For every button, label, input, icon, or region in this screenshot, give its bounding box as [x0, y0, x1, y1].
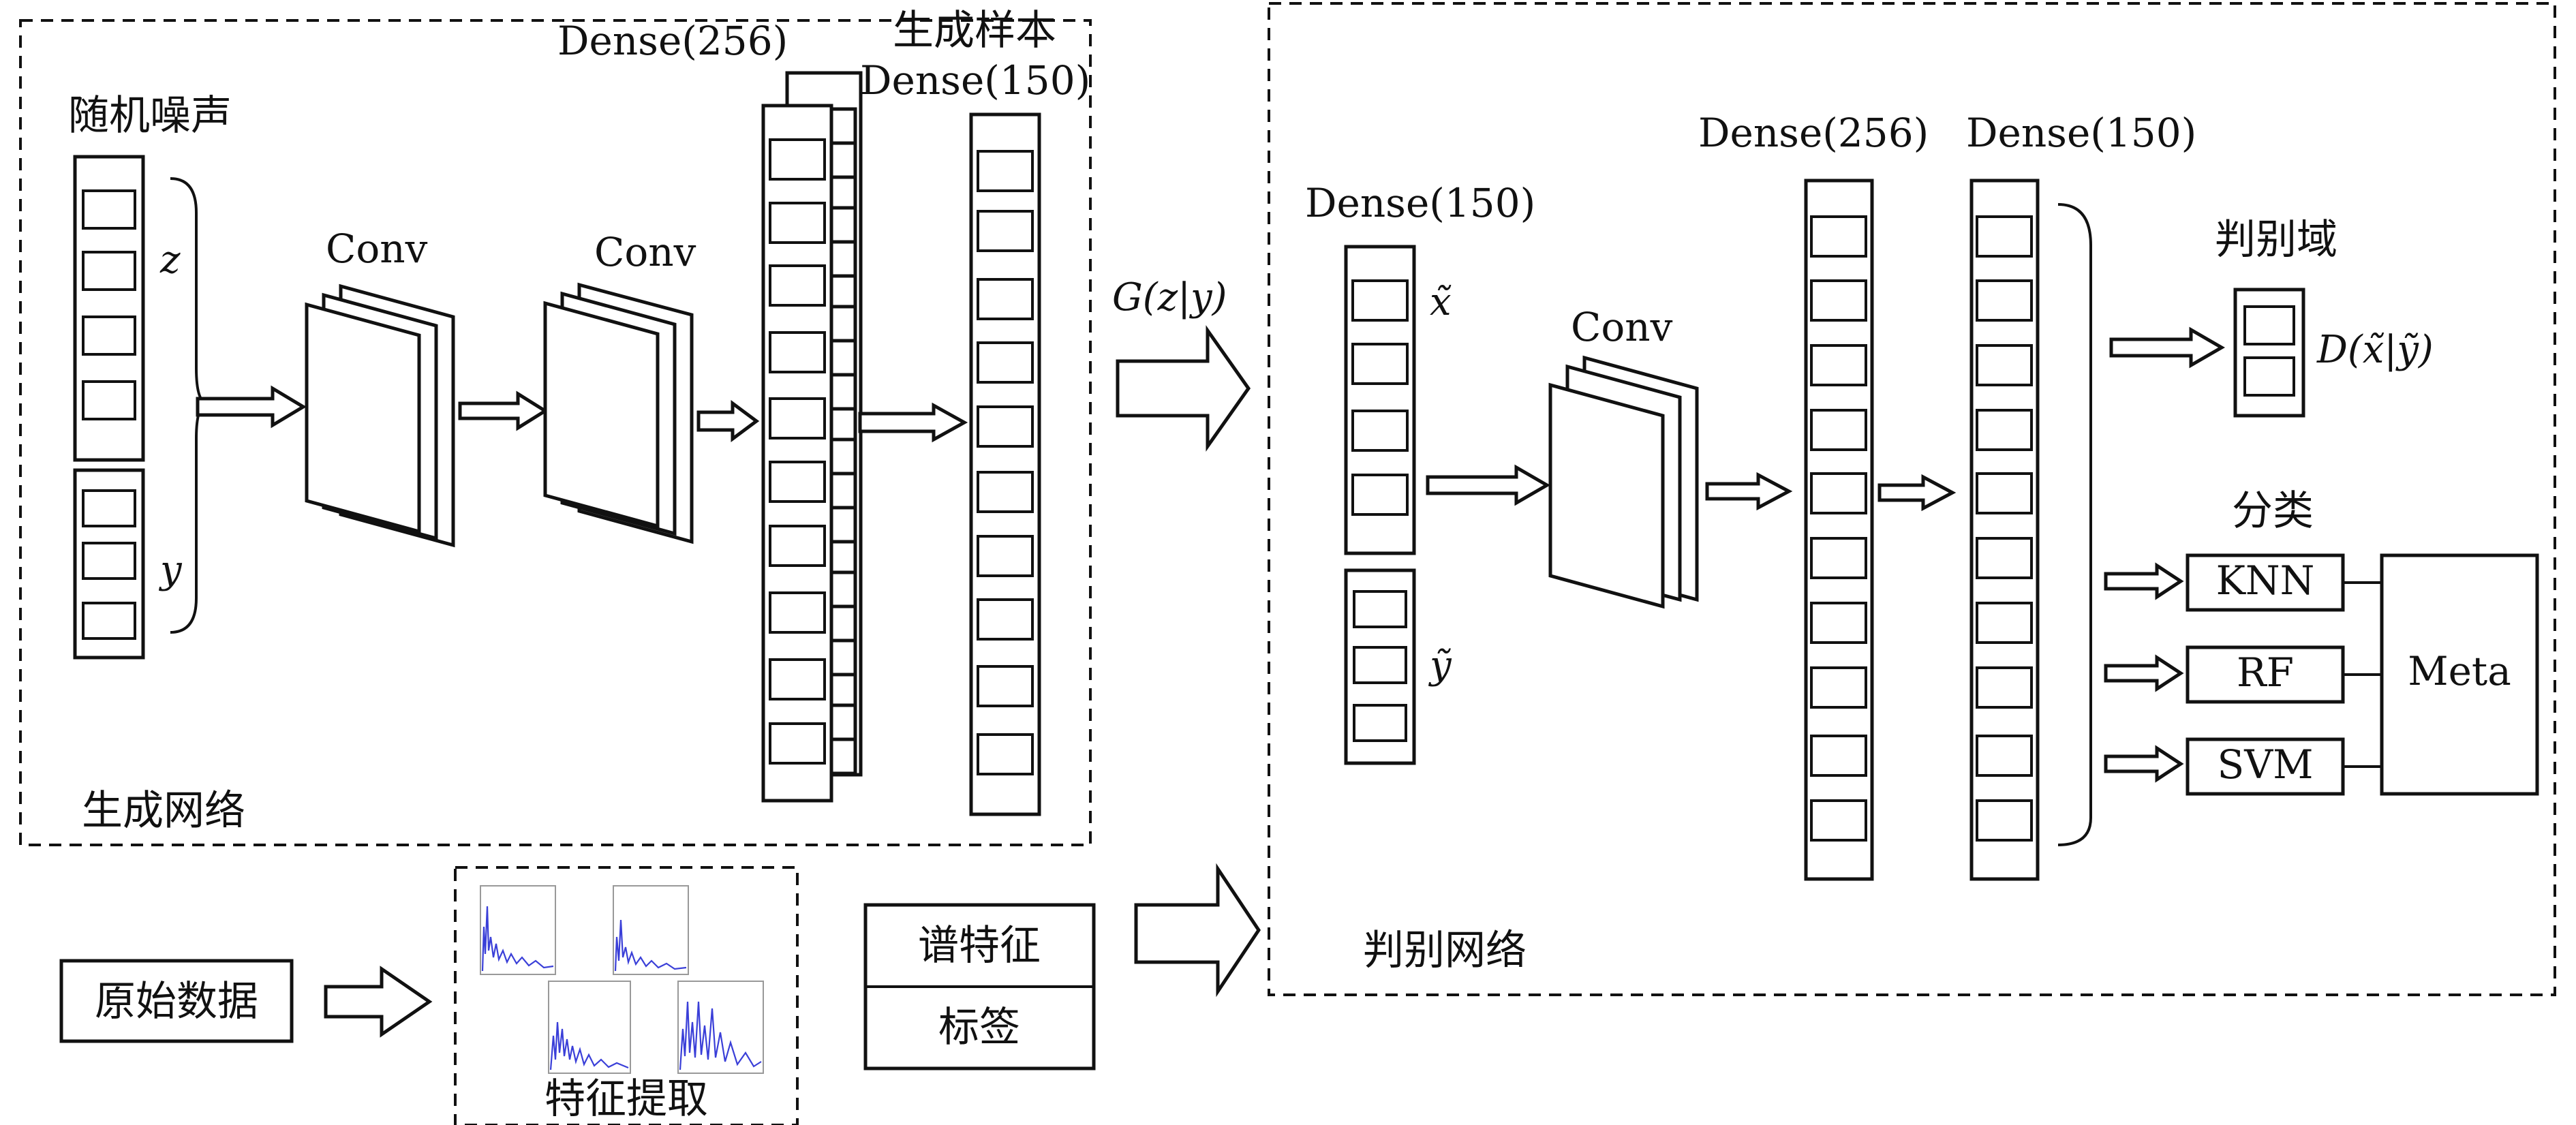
noise-z-vector [73, 155, 145, 462]
generator-frame-label: 生成网络 [82, 787, 245, 835]
arrow-conv2-to-dense256 [696, 400, 760, 442]
spectrum-thumbnail-1 [480, 885, 556, 975]
x-tilde-label: x̃ [1430, 280, 1452, 324]
discriminator-dense150-column [1969, 179, 2040, 881]
generator-frame [19, 19, 1092, 846]
discriminator-conv-label: Conv [1571, 304, 1673, 350]
spectrum-thumbnail-3 [548, 981, 631, 1074]
feature-extraction-label: 特征提取 [545, 1075, 708, 1123]
spectrum-thumbnail-2 [613, 885, 689, 975]
discriminator-frame [1268, 2, 2556, 996]
arrow-conv1-to-conv2 [458, 390, 549, 431]
raw-data-label: 原始数据 [95, 978, 258, 1026]
spectrum-thumbnail-4 [677, 981, 764, 1074]
rf-label: RF [2237, 649, 2294, 696]
d-function-label: D(x̃|ỹ) [2316, 328, 2434, 372]
domain-label: 判别域 [2215, 216, 2337, 264]
arrow-generator-to-discriminator [1116, 325, 1251, 452]
classify-label: 分类 [2232, 487, 2314, 535]
feature-extraction-frame [454, 866, 799, 1125]
arrow-to-svm [2104, 745, 2184, 783]
arrow-conv-to-dense256 [1705, 472, 1793, 511]
discriminator-dense256-column [1804, 179, 1874, 881]
discriminator-y-column [1344, 568, 1416, 765]
spectral-feature-label: 谱特征 [918, 922, 1041, 970]
arrow-raw-to-features [324, 966, 433, 1038]
generator-dense150-label: Dense(150) [860, 57, 1090, 104]
generator-dense256-column [761, 71, 863, 803]
raw-data-box [59, 959, 294, 1043]
discriminator-frame-label: 判别网络 [1363, 927, 1527, 974]
z-label: z [159, 238, 181, 282]
discriminator-output-bracket [2057, 203, 2092, 846]
arrow-to-rf [2104, 654, 2184, 692]
arrow-noise-to-conv [196, 385, 307, 429]
svm-label: SVM [2217, 741, 2313, 788]
discriminator-conv-stack [1548, 355, 1699, 609]
arrow-disc-dense256-to-dense150 [1877, 474, 1957, 512]
discriminator-x-column [1344, 245, 1416, 555]
noise-y-vector [73, 468, 145, 660]
discriminator-dense150-label: Dense(150) [1966, 110, 2196, 156]
generator-conv1-stack [305, 283, 455, 548]
arrow-dense256-to-dense150 [858, 402, 968, 443]
g-function-label: G(z|y) [1112, 275, 1227, 320]
y-tilde-label: ỹ [1428, 643, 1452, 688]
generator-dense150-column [969, 112, 1041, 816]
generator-conv2-stack [543, 282, 694, 544]
label-label: 标签 [938, 1004, 1020, 1051]
discriminator-input-dense-label: Dense(150) [1305, 180, 1535, 226]
generated-samples-label: 生成样本 [893, 7, 1056, 55]
y-label: y [158, 548, 183, 592]
arrow-inputs-to-conv [1426, 464, 1550, 506]
arrow-to-knn [2104, 562, 2184, 600]
arrow-to-domain [2109, 326, 2225, 369]
generator-dense256-label: Dense(256) [557, 18, 788, 64]
arrow-features-to-discriminator [1134, 863, 1261, 998]
meta-label: Meta [2408, 648, 2511, 694]
discriminator-dense256-label: Dense(256) [1698, 110, 1929, 156]
generator-conv2-label: Conv [594, 229, 696, 275]
noise-label: 随机噪声 [68, 92, 232, 140]
domain-output-vector [2233, 288, 2305, 418]
meta-box [2380, 553, 2539, 796]
generator-conv1-label: Conv [326, 226, 428, 272]
knn-label: KNN [2216, 557, 2315, 604]
